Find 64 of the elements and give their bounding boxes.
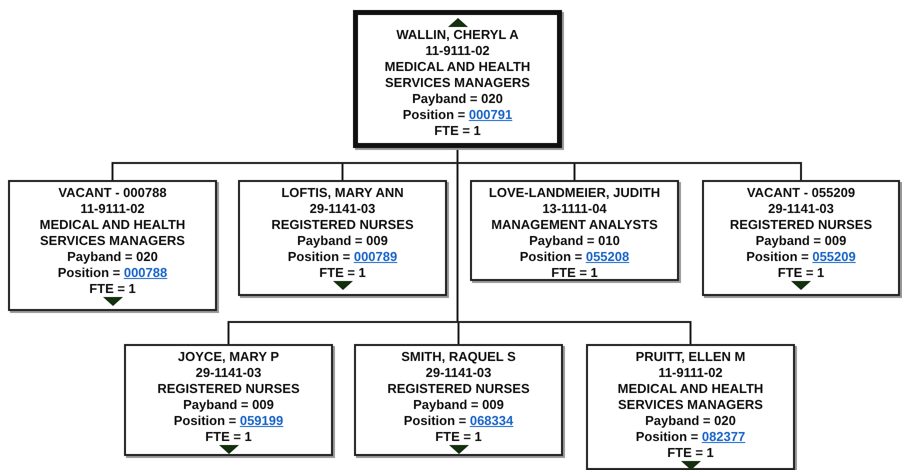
fte-text: FTE = 1 — [318, 265, 367, 281]
position-link: 055209 — [812, 249, 856, 264]
occupation-code: 29-1141-03 — [308, 201, 376, 217]
occupation-title: REGISTERED NURSES — [156, 381, 301, 397]
position-link: 000789 — [354, 249, 398, 264]
payband-text: Payband = 020 — [411, 91, 504, 107]
position-card — [124, 344, 333, 456]
occupation-title: MEDICAL AND HEALTH SERVICES MANAGERS — [38, 217, 186, 249]
position-card — [702, 180, 900, 296]
fte-text: FTE = 1 — [550, 265, 599, 281]
position-card — [470, 180, 679, 281]
fte-text: FTE = 1 — [666, 445, 715, 461]
occupation-title: REGISTERED NURSES — [728, 217, 874, 233]
fte-text: FTE = 1 — [88, 281, 137, 297]
position-link: 082377 — [702, 429, 746, 444]
position-link: 055208 — [586, 249, 630, 264]
position-card — [353, 10, 562, 148]
employee-name: VACANT - 055209 — [746, 185, 856, 201]
occupation-code: 13-1111-04 — [541, 201, 608, 217]
position-card — [8, 180, 217, 311]
fte-text: FTE = 1 — [433, 123, 482, 139]
occupation-title: REGISTERED NURSES — [270, 217, 415, 233]
position-link: 059199 — [240, 413, 284, 428]
payband-text: Payband = 020 — [66, 249, 159, 265]
payband-text: Payband = 020 — [644, 413, 737, 429]
position-label: Position = — [174, 413, 238, 428]
fte-text: FTE = 1 — [434, 429, 483, 445]
occupation-code: 29-1141-03 — [194, 365, 262, 381]
position-label: Position = — [636, 429, 700, 444]
occupation-title: REGISTERED NURSES — [386, 381, 531, 397]
position-card — [354, 344, 563, 456]
occupation-code: 11-9111-02 — [79, 201, 146, 217]
occupation-title: MEDICAL AND HEALTH SERVICES MANAGERS — [384, 59, 532, 91]
employee-name: SMITH, RAQUEL S — [400, 349, 517, 365]
position-label: Position = — [288, 249, 352, 264]
position-link: 068334 — [470, 413, 514, 428]
payband-text: Payband = 010 — [528, 233, 621, 249]
employee-name: PRUITT, ELLEN M — [634, 349, 746, 365]
payband-text: Payband = 009 — [412, 397, 505, 413]
employee-name: LOVE-LANDMEIER, JUDITH — [488, 185, 662, 201]
fte-text: FTE = 1 — [204, 429, 253, 445]
position-link: 000791 — [468, 107, 512, 122]
position-label: Position = — [520, 249, 584, 264]
fte-text: FTE = 1 — [776, 265, 826, 281]
position-label: Position = — [58, 265, 122, 280]
occupation-code: 11-9111-02 — [657, 365, 724, 381]
payband-text: Payband = 009 — [296, 233, 389, 249]
employee-name: LOFTIS, MARY ANN — [280, 185, 405, 201]
position-card — [238, 180, 447, 296]
position-label: Position = — [402, 107, 466, 122]
occupation-title: MANAGEMENT ANALYSTS — [490, 217, 659, 233]
employee-name: VACANT - 000788 — [57, 185, 168, 201]
occupation-title: MEDICAL AND HEALTH SERVICES MANAGERS — [616, 381, 764, 413]
occupation-code: 29-1141-03 — [767, 201, 835, 217]
payband-text: Payband = 009 — [182, 397, 275, 413]
employee-name: JOYCE, MARY P — [176, 349, 280, 365]
payband-text: Payband = 009 — [754, 233, 848, 249]
occupation-code: 29-1141-03 — [424, 365, 492, 381]
position-label: Position = — [404, 413, 468, 428]
position-label: Position = — [746, 249, 810, 264]
position-card — [586, 344, 795, 470]
position-link: 000788 — [124, 265, 168, 280]
occupation-code: 11-9111-02 — [424, 43, 491, 59]
employee-name: WALLIN, CHERYL A — [395, 27, 520, 43]
